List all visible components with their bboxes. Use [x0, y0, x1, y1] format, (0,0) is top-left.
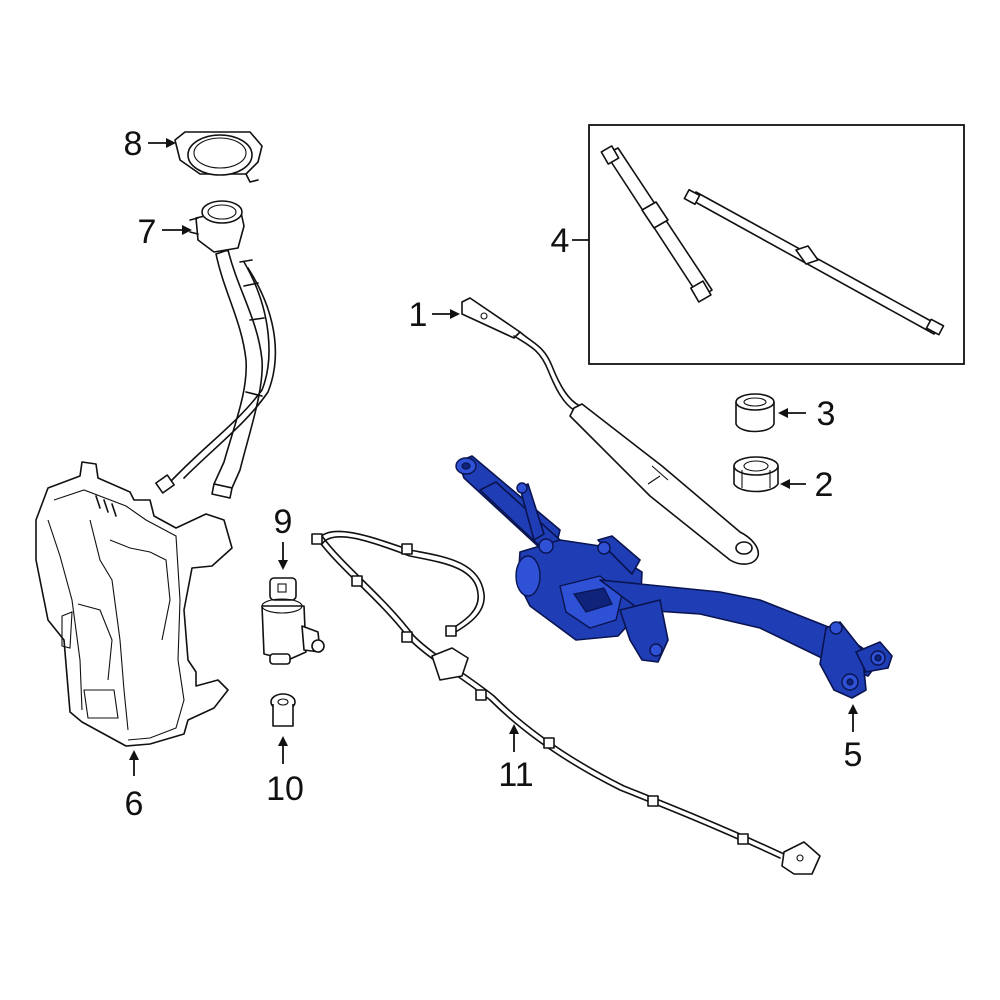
callout-arrows — [129, 138, 858, 776]
part-10-grommet[interactable] — [270, 693, 296, 727]
callout-3: 3 — [817, 395, 836, 433]
part-6-washer-reservoir[interactable] — [35, 461, 233, 747]
callout-6: 6 — [125, 785, 144, 823]
callout-9: 9 — [274, 503, 293, 541]
part-1-wiper-arm[interactable] — [461, 297, 760, 565]
callout-1: 1 — [409, 296, 428, 334]
callout-10: 10 — [266, 770, 304, 808]
part-11-washer-hose[interactable] — [311, 530, 821, 875]
callout-11: 11 — [498, 756, 533, 794]
part-5-wiper-motor-linkage[interactable] — [455, 455, 893, 699]
part-8-reservoir-cap[interactable] — [174, 131, 263, 183]
callout-5: 5 — [844, 736, 863, 774]
callout-7: 7 — [138, 213, 157, 251]
part-7-filler-neck[interactable] — [155, 200, 277, 499]
part-4-wiper-blades[interactable] — [588, 124, 965, 365]
callout-8: 8 — [124, 125, 143, 163]
callout-2: 2 — [815, 466, 834, 504]
part-9-washer-pump[interactable] — [261, 577, 325, 665]
part-3-nut-cap[interactable] — [735, 393, 775, 433]
callout-4: 4 — [551, 222, 570, 260]
part-2-nut[interactable] — [733, 456, 779, 493]
